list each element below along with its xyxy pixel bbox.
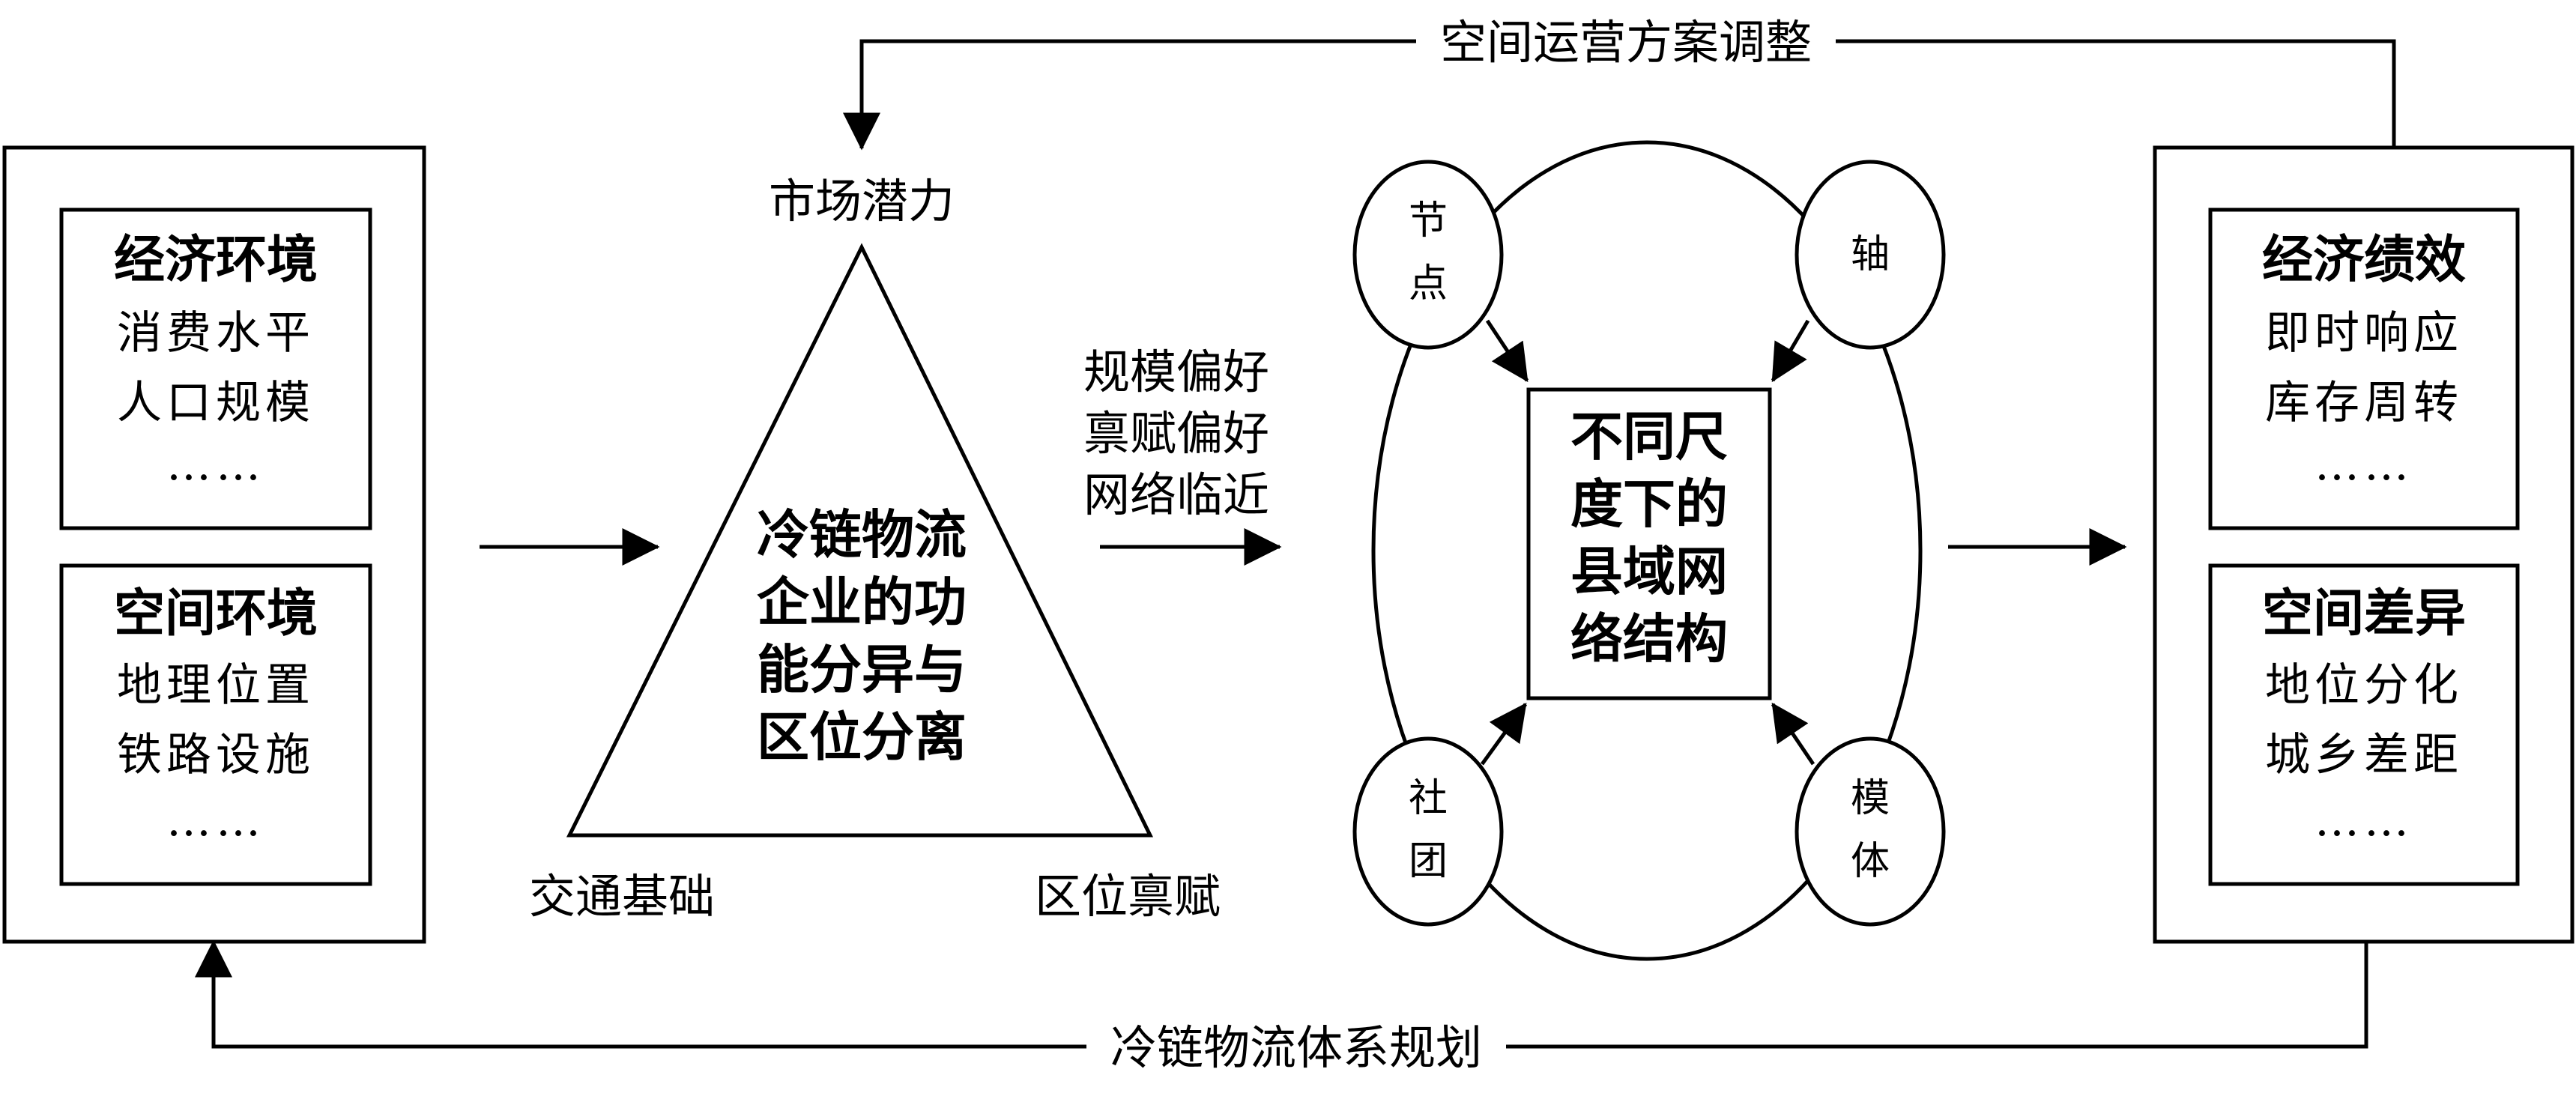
economic-performance-item: ……: [2315, 438, 2413, 491]
bottom-feedback-label-bg: [1086, 1017, 1506, 1074]
left-panel-frame: [2, 145, 426, 944]
preference-label: 禀赋偏好: [1083, 406, 1269, 461]
location-endowment-label: 区位禀赋: [1035, 869, 1221, 924]
economic-environment-item: 消费水平: [117, 307, 315, 360]
arrow-node-to-center: [1485, 319, 1529, 383]
transport-foundation-label: 交通基础: [529, 869, 715, 924]
spatial-difference-box: [2208, 563, 2520, 886]
arrow-axis-to-center: [1771, 319, 1810, 383]
arrow-motif-to-center: [1771, 702, 1815, 766]
economic-performance-title: 经济绩效: [2262, 231, 2466, 290]
network-center-line: 络结构: [1570, 608, 1728, 670]
preference-label: 网络临近: [1083, 467, 1269, 522]
preference-label: 规模偏好: [1083, 345, 1269, 399]
bottom-feedback-label: 冷链物流体系规划: [1110, 1020, 1482, 1075]
motif-oval: [1795, 736, 1946, 927]
triangle-center-line: 企业的功: [757, 572, 967, 633]
triangle-group: 市场潜力 交通基础 区位禀赋 冷链物流 企业的功 能分异与 区位分离: [529, 174, 1221, 924]
axis-oval: [1795, 160, 1946, 350]
economic-environment-item: 人口规模: [117, 377, 315, 429]
network-group: 不同尺 度下的 县域网 络结构 节 点 轴 社 团 模 体: [1352, 140, 1946, 961]
spatial-environment-box: [59, 563, 372, 886]
market-potential-label: 市场潜力: [769, 174, 955, 228]
network-outer-ellipse: [1371, 140, 1923, 961]
motif-oval-label: 体: [1851, 839, 1890, 884]
network-center-line: 度下的: [1570, 473, 1728, 535]
network-center-box: [1526, 387, 1772, 700]
spatial-environment-item: 铁路设施: [117, 729, 315, 781]
right-panel-frame: [2153, 145, 2575, 944]
top-feedback-label-bg: [1416, 13, 1836, 69]
top-feedback-loop: 空间运营方案调整: [843, 13, 2396, 151]
triangle-center-line: 区位分离: [757, 706, 967, 768]
network-center-line: 不同尺: [1570, 406, 1728, 467]
spatial-difference-item: 地位分化: [2265, 659, 2463, 712]
triangle-center-line: 冷链物流: [757, 504, 967, 566]
economic-performance-item: 库存周转: [2265, 377, 2463, 429]
motif-oval-label: 模: [1851, 776, 1890, 821]
bottom-feedback-loop: 冷链物流体系规划: [195, 939, 2368, 1075]
preferences-group: 规模偏好 禀赋偏好 网络临近: [1083, 345, 1282, 566]
triangle-shape: [566, 243, 1154, 838]
community-oval-label: 社: [1409, 776, 1448, 821]
spatial-environment-item: ……: [166, 794, 265, 847]
network-center-line: 县域网: [1570, 541, 1728, 602]
node-oval: [1352, 160, 1504, 350]
community-oval: [1352, 736, 1504, 927]
triangle-center-line: 能分异与: [757, 639, 967, 700]
arrow-community-to-center: [1480, 702, 1528, 766]
economic-environment-title: 经济环境: [114, 231, 318, 290]
spatial-difference-title: 空间差异: [2262, 584, 2466, 644]
right-panel: 经济绩效 即时响应 库存周转 …… 空间差异 地位分化 城乡差距 ……: [2153, 145, 2575, 944]
spatial-environment-title: 空间环境: [114, 584, 318, 644]
spatial-difference-item: 城乡差距: [2265, 729, 2463, 781]
node-oval-label: 节: [1409, 199, 1448, 243]
axis-oval-label: 轴: [1851, 232, 1890, 277]
top-feedback-label: 空间运营方案调整: [1440, 15, 1812, 70]
spatial-environment-item: 地理位置: [117, 659, 315, 712]
economic-performance-box: [2208, 208, 2520, 530]
left-panel: 经济环境 消费水平 人口规模 …… 空间环境 地理位置 铁路设施 ……: [2, 145, 426, 944]
economic-environment-box: [59, 208, 372, 530]
economic-environment-item: ……: [166, 438, 265, 491]
community-oval-label: 团: [1409, 839, 1448, 884]
node-oval-label: 点: [1409, 261, 1448, 306]
economic-performance-item: 即时响应: [2265, 307, 2463, 360]
spatial-difference-item: ……: [2315, 794, 2413, 847]
